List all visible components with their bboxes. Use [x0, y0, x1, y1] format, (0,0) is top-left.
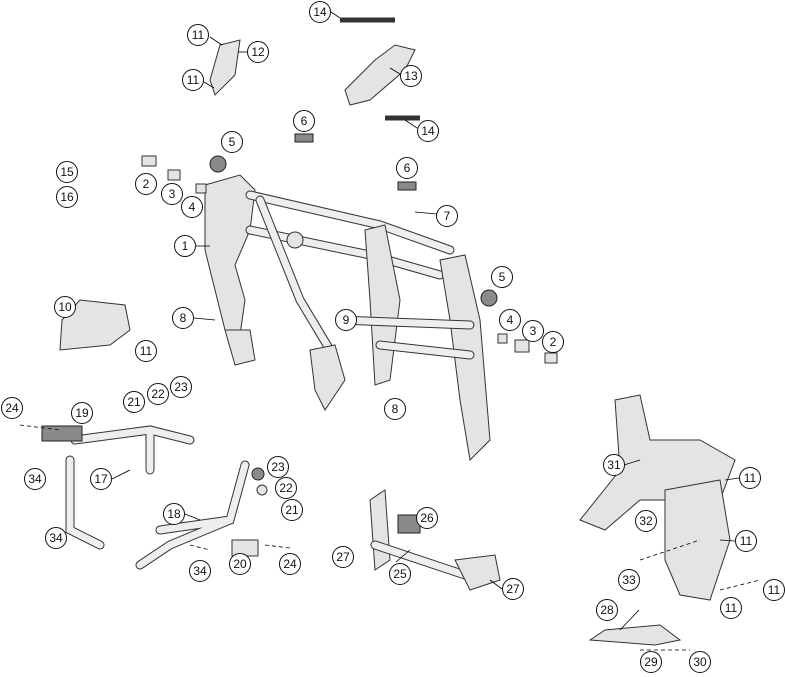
- callout-7[interactable]: 7: [436, 205, 458, 227]
- bracket-12: [209, 39, 241, 96]
- callout-11[interactable]: 11: [720, 597, 742, 619]
- callout-31[interactable]: 31: [603, 454, 625, 476]
- callout-16[interactable]: 16: [56, 186, 78, 208]
- callout-6[interactable]: 6: [396, 157, 418, 179]
- callout-21[interactable]: 21: [123, 391, 145, 413]
- callout-8[interactable]: 8: [172, 307, 194, 329]
- callout-5[interactable]: 5: [221, 131, 243, 153]
- callout-3[interactable]: 3: [161, 183, 183, 205]
- callout-27[interactable]: 27: [502, 578, 524, 600]
- callout-34[interactable]: 34: [45, 527, 67, 549]
- callout-29[interactable]: 29: [640, 651, 662, 673]
- callout-18[interactable]: 18: [163, 503, 185, 525]
- callout-14[interactable]: 14: [417, 120, 439, 142]
- callout-11[interactable]: 11: [135, 340, 157, 362]
- callout-19[interactable]: 19: [71, 402, 93, 424]
- callout-34[interactable]: 34: [24, 468, 46, 490]
- cover-32: [664, 479, 731, 601]
- engine-hanger: [344, 44, 416, 106]
- callout-22[interactable]: 22: [275, 477, 297, 499]
- guard-28: [588, 624, 682, 646]
- callout-30[interactable]: 30: [689, 651, 711, 673]
- callout-11[interactable]: 11: [182, 69, 204, 91]
- callout-5[interactable]: 5: [491, 266, 513, 288]
- callout-21[interactable]: 21: [281, 499, 303, 521]
- callout-8[interactable]: 8: [384, 398, 406, 420]
- callout-20[interactable]: 20: [229, 553, 251, 575]
- callout-2[interactable]: 2: [135, 173, 157, 195]
- callout-4[interactable]: 4: [181, 196, 203, 218]
- callout-9[interactable]: 9: [335, 309, 357, 331]
- callout-28[interactable]: 28: [596, 599, 618, 621]
- callout-32[interactable]: 32: [635, 510, 657, 532]
- callout-24[interactable]: 24: [1, 397, 23, 419]
- callout-23[interactable]: 23: [267, 456, 289, 478]
- callout-4[interactable]: 4: [499, 309, 521, 331]
- callout-11[interactable]: 11: [763, 579, 785, 601]
- callout-10[interactable]: 10: [54, 296, 76, 318]
- callout-1[interactable]: 1: [174, 235, 196, 257]
- callout-23[interactable]: 23: [170, 376, 192, 398]
- callout-26[interactable]: 26: [416, 507, 438, 529]
- callout-14[interactable]: 14: [309, 1, 331, 23]
- callout-11[interactable]: 11: [735, 530, 757, 552]
- callout-6[interactable]: 6: [293, 110, 315, 132]
- callout-11[interactable]: 11: [187, 24, 209, 46]
- callout-22[interactable]: 22: [147, 383, 169, 405]
- main-frame: [204, 174, 491, 462]
- headlight-bracket: [59, 299, 131, 351]
- callout-34[interactable]: 34: [189, 560, 211, 582]
- callout-11[interactable]: 11: [739, 467, 761, 489]
- callout-24[interactable]: 24: [279, 553, 301, 575]
- callout-12[interactable]: 12: [247, 41, 269, 63]
- callout-25[interactable]: 25: [389, 563, 411, 585]
- callout-3[interactable]: 3: [522, 320, 544, 342]
- callout-33[interactable]: 33: [618, 569, 640, 591]
- callout-17[interactable]: 17: [90, 468, 112, 490]
- callout-13[interactable]: 13: [400, 65, 422, 87]
- callout-27[interactable]: 27: [332, 546, 354, 568]
- callout-2[interactable]: 2: [542, 331, 564, 353]
- callout-15[interactable]: 15: [56, 161, 78, 183]
